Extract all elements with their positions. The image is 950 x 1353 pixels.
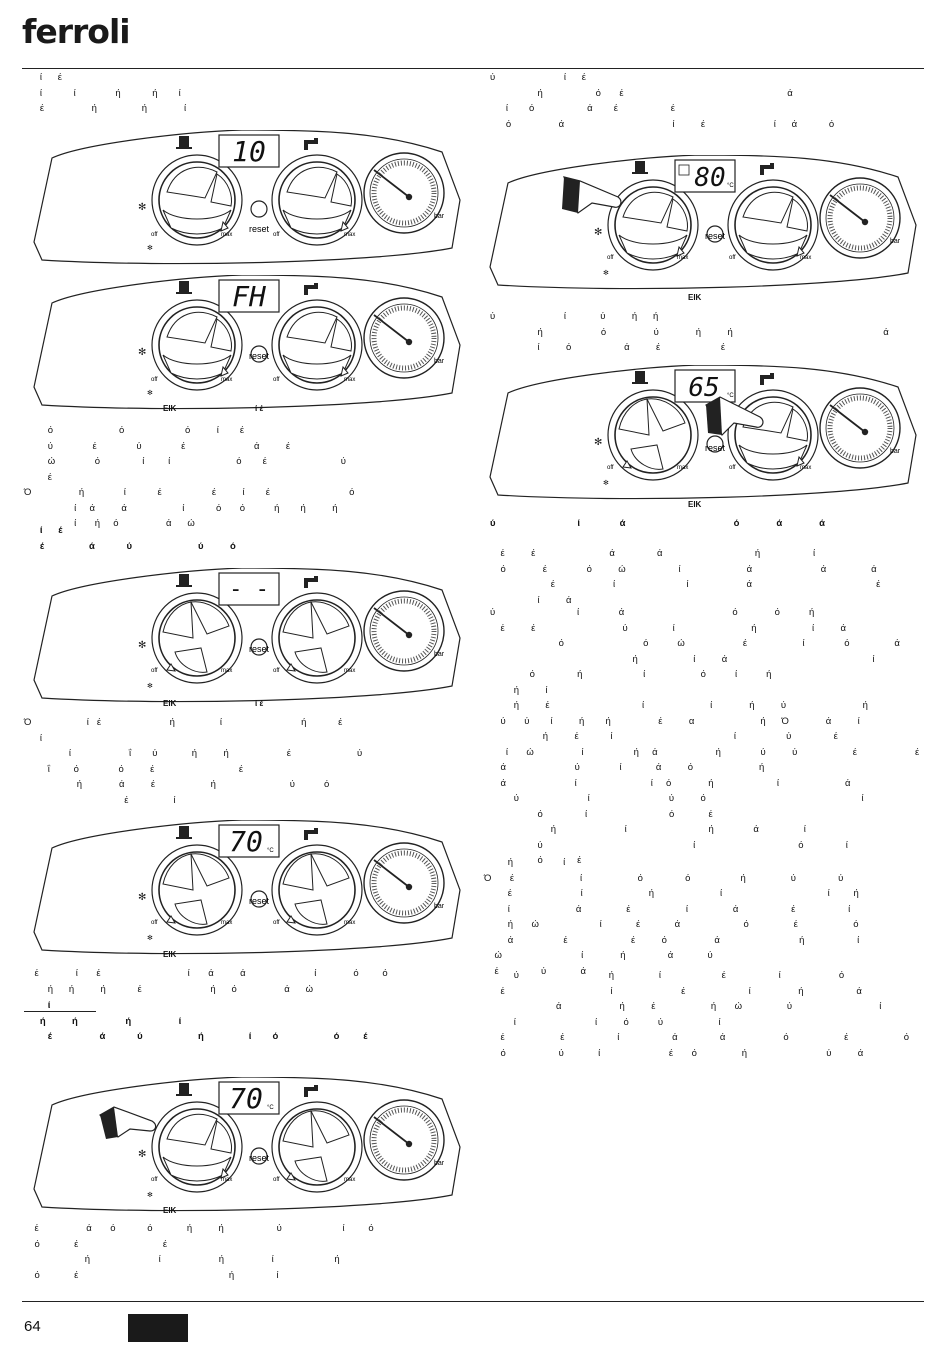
display-value-5: 70 <box>229 1082 263 1115</box>
paragraph-temp: έ ί έ ί ά ά ί ό ό ή ή ή έ ή <box>34 968 388 995</box>
svg-text:max: max <box>344 377 355 383</box>
svg-text:bar: bar <box>434 213 445 220</box>
svg-text:max: max <box>221 232 232 238</box>
control-panel-5: 70 °C reset bar off max off max <box>22 1077 467 1217</box>
svg-text:off: off <box>151 920 158 926</box>
display-value-6: 80 <box>694 163 725 193</box>
svg-text:off: off <box>729 465 736 471</box>
svg-text:bar: bar <box>890 448 901 455</box>
section-text-3: ί έ έ ά ύ ύ ό <box>39 525 236 552</box>
svg-text:max: max <box>677 465 688 471</box>
svg-text:max: max <box>221 1177 232 1183</box>
svg-text:max: max <box>344 920 355 926</box>
language-tab <box>128 1314 188 1342</box>
svg-text:max: max <box>221 920 232 926</box>
svg-text:off: off <box>729 255 736 261</box>
svg-text:reset: reset <box>249 1153 270 1163</box>
display-value-3: - - <box>229 577 269 602</box>
svg-text:bar: bar <box>434 903 445 910</box>
paragraph-right-2: ύ ί ύ ή ή ή ό ύ ή ή <box>490 311 889 353</box>
svg-text:bar: bar <box>890 238 901 245</box>
svg-text:max: max <box>677 255 688 261</box>
svg-text:reset: reset <box>705 443 726 453</box>
svg-text:bar: bar <box>434 651 445 658</box>
svg-text:off: off <box>151 1177 158 1183</box>
figure-caption-4: ΕΙΚ <box>163 950 177 959</box>
svg-text:off: off <box>151 668 158 674</box>
paragraph-final-left: έ ά ό ό ή ή ύ ί ό ό έ έ ή <box>34 1223 374 1281</box>
paragraph-right-6: ή ί Ό έ ί ό ό ή ύ ύ έ ί <box>484 857 860 977</box>
svg-text:reset: reset <box>249 644 270 654</box>
paragraph-right-7: ύ ή ί έ ί ό έ ί έ <box>500 970 910 1059</box>
display-unit-5: °C <box>267 1105 274 1111</box>
svg-text:off: off <box>273 668 280 674</box>
svg-text:off: off <box>151 232 158 238</box>
display-value-4: 70 <box>229 825 263 858</box>
display-value-2: FH <box>232 280 266 313</box>
svg-text:off: off <box>151 377 158 383</box>
svg-text:off: off <box>607 255 614 261</box>
heading-right-3: ύ ί ά ό ά ά <box>490 518 826 529</box>
svg-text:off: off <box>607 465 614 471</box>
svg-text:reset: reset <box>249 351 270 361</box>
control-panel-6: 80 °C reset bar off max off max <box>478 155 923 295</box>
paragraph-right-1: ύ ί έ ή ό έ ά ί ό ά έ <box>490 72 835 130</box>
svg-text:max: max <box>344 1177 355 1183</box>
svg-text:reset: reset <box>249 896 270 906</box>
svg-text:max: max <box>800 255 811 261</box>
svg-text:bar: bar <box>434 1160 445 1167</box>
figure-caption-3-title: ί έ <box>255 699 264 708</box>
control-panel-1: 10 reset bar off max off max <box>22 130 467 270</box>
page-number: 64 <box>24 1318 41 1335</box>
display-unit-6: °C <box>727 183 734 189</box>
svg-text:max: max <box>221 377 232 383</box>
display-value-7: 65 <box>688 373 719 403</box>
svg-text:off: off <box>273 920 280 926</box>
control-panel-3: - - reset bar off max off max <box>22 568 467 708</box>
figure-caption-6: ΕΙΚ <box>688 293 702 302</box>
display-unit-7: °C <box>727 393 734 399</box>
section-underline <box>24 1011 96 1012</box>
svg-text:max: max <box>221 668 232 674</box>
svg-text:off: off <box>273 232 280 238</box>
figure-caption-2-title: ί έ <box>255 404 264 413</box>
header-rule <box>22 68 924 69</box>
paragraph-right-4: έ έ ά ά ή ί ό έ ό ώ ί <box>500 548 881 606</box>
figure-caption-5: ΕΙΚ <box>163 1206 177 1215</box>
figure-caption-7: ΕΙΚ <box>688 500 702 509</box>
figure-caption-3: ΕΙΚ <box>163 699 177 708</box>
ferroli-logo: ferroli <box>22 12 131 51</box>
svg-text:off: off <box>273 1177 280 1183</box>
paragraph-off: Ό ί έ ή ί ή έ ί ί ΐ ύ ή ή <box>24 717 363 806</box>
svg-text:reset: reset <box>705 231 726 241</box>
svg-text:bar: bar <box>434 358 445 365</box>
paragraph-fh: ό ό ό ί έ ύ έ ύ έ ά έ ώ ό <box>24 425 355 529</box>
svg-text:max: max <box>800 465 811 471</box>
intro-text: ί έ ί ί ή ή ί έ ή ή ί <box>39 72 187 114</box>
display-value-1: 10 <box>232 135 266 168</box>
svg-text:reset: reset <box>249 224 270 234</box>
section-text-6: ί ή ή ή ί έ ά ύ ή ί ό ό έ <box>39 1000 368 1042</box>
control-panel-2: FH reset bar off max off max <box>22 275 467 415</box>
svg-text:max: max <box>344 668 355 674</box>
control-panel-4: 70 °C reset bar off max off max <box>22 820 467 960</box>
svg-text:off: off <box>273 377 280 383</box>
paragraph-right-5: ύ ί ά ό ό ή έ έ ύ ί <box>490 607 920 866</box>
svg-text:max: max <box>344 232 355 238</box>
footer-rule <box>22 1301 924 1302</box>
figure-caption-2: ΕΙΚ <box>163 404 177 413</box>
control-panel-7: 65 °C reset bar off max off max <box>478 365 923 505</box>
display-unit-4: °C <box>267 848 274 854</box>
